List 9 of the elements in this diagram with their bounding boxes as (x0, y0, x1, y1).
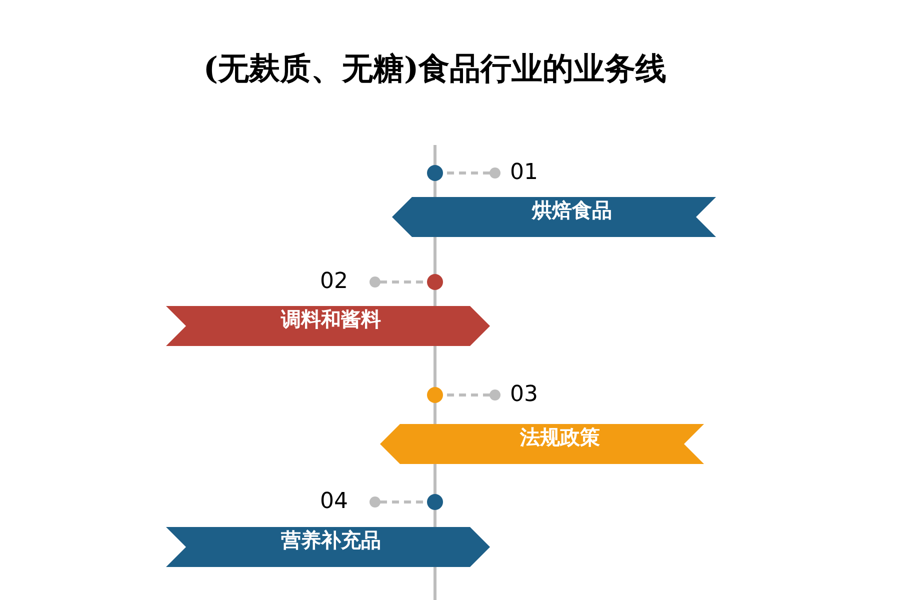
arrow-banner: 营养补充品 (166, 527, 490, 567)
step-number: 03 (510, 382, 538, 408)
arrow-banner: 法规政策 (380, 424, 704, 464)
step-number: 04 (320, 489, 348, 515)
title: (无麸质、无糖)食品行业的业务线 (202, 50, 668, 89)
arrow-banner: 烘焙食品 (392, 197, 716, 237)
step-number: 01 (510, 160, 538, 186)
step-number: 02 (320, 269, 348, 295)
arrow-banner: 调料和酱料 (166, 306, 490, 346)
